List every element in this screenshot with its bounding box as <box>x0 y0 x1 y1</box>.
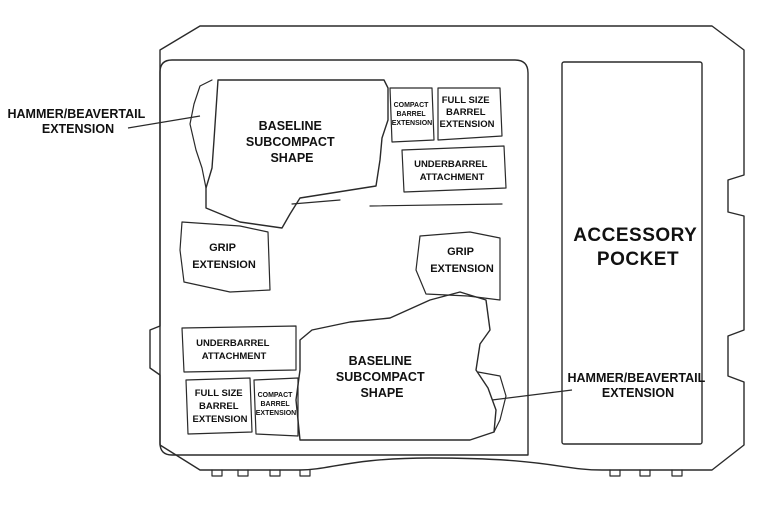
bottom-fullsize-barrel-outline <box>185 377 253 435</box>
top-fullsize-barrel-outline <box>437 87 503 141</box>
label-fullsize-top: FULL SIZE BARREL EXTENSION <box>440 95 495 130</box>
top-divider-lines <box>291 199 503 207</box>
top-baseline-shape-outline <box>205 79 389 229</box>
bottom-underbarrel-outline <box>181 325 297 373</box>
left-tray-outline <box>159 59 529 456</box>
label-hammer-bottom: HAMMER/BEAVERTAIL EXTENSION <box>568 371 709 400</box>
label-grip-right: GRIP EXTENSION <box>430 246 494 275</box>
top-hammer-extension-outline <box>189 79 213 189</box>
label-baseline-top: BASELINE SUBCOMPACT SHAPE <box>246 119 338 165</box>
label-compact-bottom: COMPACT BARREL EXTENSION <box>256 392 296 417</box>
label-baseline-bottom: BASELINE SUBCOMPACT SHAPE <box>336 354 428 400</box>
bottom-compact-barrel-outline <box>253 377 299 437</box>
label-underbarrel-top: UNDERBARREL ATTACHMENT <box>414 159 490 183</box>
label-accessory-pocket: ACCESSORY POCKET <box>573 225 703 270</box>
label-compact-top: COMPACT BARREL EXTENSION <box>392 102 432 127</box>
label-hammer-top: HAMMER/BEAVERTAIL EXTENSION <box>8 107 149 136</box>
leader-line-bottom-hammer <box>491 389 573 401</box>
bottom-notches <box>211 469 683 477</box>
leader-line-top-hammer <box>127 115 201 129</box>
top-compact-barrel-outline <box>389 87 435 143</box>
bottom-hammer-extension-outline <box>477 371 507 433</box>
case-outline <box>149 25 745 471</box>
label-fullsize-bottom: FULL SIZE BARREL EXTENSION <box>193 388 248 425</box>
top-underbarrel-outline <box>401 145 507 193</box>
label-underbarrel-bottom: UNDERBARREL ATTACHMENT <box>196 338 272 362</box>
right-grip-extension-outline <box>415 231 501 301</box>
left-grip-extension-outline <box>179 221 271 293</box>
label-grip-left: GRIP EXTENSION <box>192 242 256 271</box>
bottom-baseline-shape-outline <box>295 291 497 441</box>
accessory-pocket-outline <box>561 61 703 445</box>
